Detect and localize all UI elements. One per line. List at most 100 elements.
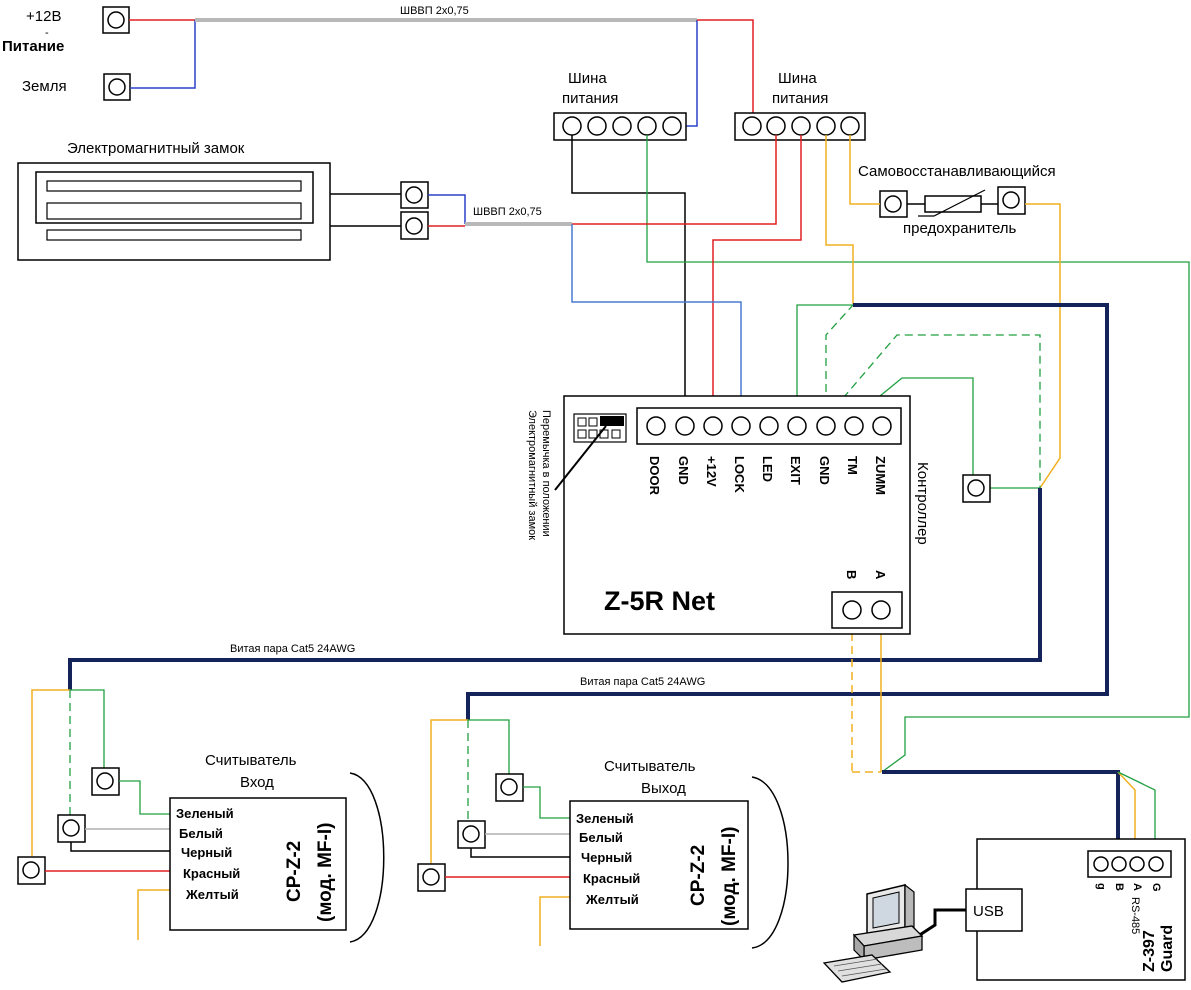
pin-a: A xyxy=(873,570,888,580)
fuse-terminal-left xyxy=(879,190,908,218)
rin-wire-green xyxy=(119,780,170,815)
rout-terminal-white xyxy=(457,820,486,849)
bus-right-label1: Шина xyxy=(778,70,817,87)
wire-fuse-in-yellow xyxy=(849,135,880,205)
wire-lock-red-a xyxy=(572,135,777,225)
pin-lock: LOCK xyxy=(732,456,747,493)
fuse-label1: Самовосстанавливающийся xyxy=(858,163,1056,180)
fuse-symbol xyxy=(907,189,998,217)
rin-label-white: Белый xyxy=(179,826,223,841)
power-bus-right xyxy=(734,112,866,141)
rin-title2: Вход xyxy=(240,774,274,791)
controller-name: Z-5R Net xyxy=(604,586,715,616)
jumper-block xyxy=(573,413,627,443)
pin-led: LED xyxy=(760,456,775,482)
lock-title: Электромагнитный замок xyxy=(67,140,245,157)
rout-wire-black xyxy=(470,848,570,858)
label-cat5-1: Витая пара Cat5 24AWG xyxy=(230,643,355,655)
label-plus12: +12В xyxy=(26,8,61,25)
pin-exit: EXIT xyxy=(788,456,803,485)
fuse-label2: предохранитель xyxy=(903,220,1017,237)
terminal-controller-right xyxy=(962,474,991,503)
rin-model2: (мод. MF-I) xyxy=(315,823,336,922)
pin-zumm: ZUMM xyxy=(873,456,888,495)
rout-title1: Считыватель xyxy=(604,758,696,775)
bus-left-label1: Шина xyxy=(568,70,607,87)
computer-icon xyxy=(822,883,924,983)
wire-guard-g xyxy=(1117,771,1156,860)
z397-guard xyxy=(965,838,1186,981)
rout-yellow-up xyxy=(430,719,468,865)
lock-terminal-block xyxy=(400,181,429,240)
wire-lock-blue xyxy=(571,224,742,418)
pin-door: DOOR xyxy=(647,456,662,496)
rin-yellow-up xyxy=(31,689,70,856)
pin-gnd-1: GND xyxy=(676,456,691,485)
jumper-label2: Электромагнитный замок xyxy=(526,410,538,540)
wire-plus12-ctrl xyxy=(712,135,802,418)
rout-label-green: Зеленый xyxy=(576,811,634,826)
cable-cat5-1 xyxy=(68,488,1042,690)
guard-pin-b: B xyxy=(1113,883,1125,891)
rin-label-black: Черный xyxy=(181,845,232,860)
guard-pin-g: G xyxy=(1150,883,1162,892)
pin-b: B xyxy=(844,570,859,579)
rout-label-white: Белый xyxy=(579,830,623,845)
lock-wire-blue xyxy=(428,194,466,224)
rin-label-green: Зеленый xyxy=(176,806,234,821)
label-cable-top: ШВВП 2х0,75 xyxy=(400,5,469,17)
pin-tm: TM xyxy=(845,456,860,475)
pin-gnd-2: GND xyxy=(817,456,832,485)
rin-label-yellow: Желтый xyxy=(185,887,239,902)
reader-out xyxy=(569,776,789,949)
rin-model1: CP-Z-2 xyxy=(284,841,305,902)
terminal-plus12 xyxy=(102,6,130,34)
terminal-ground xyxy=(103,73,131,101)
rout-label-yellow: Желтый xyxy=(585,892,639,907)
rout-wire-green xyxy=(523,786,570,819)
rout-title2: Выход xyxy=(641,780,686,797)
guard-rs485: RS-485 xyxy=(1129,897,1141,934)
label-cat5-2: Витая пара Cat5 24AWG xyxy=(580,676,705,688)
wire-ground-blue xyxy=(130,20,196,89)
pin-plus12v: +12V xyxy=(704,456,719,487)
label-cable-lock: ШВВП 2х0,75 xyxy=(473,206,542,218)
rout-model1: CP-Z-2 xyxy=(688,845,709,906)
bus-left-label2: питания xyxy=(562,90,618,107)
rout-label-red: Красный xyxy=(583,871,640,886)
rout-label-black: Черный xyxy=(581,850,632,865)
wire-tm-dashed-green xyxy=(825,334,1041,488)
wire-gnd-black xyxy=(571,135,686,418)
power-bus-left xyxy=(553,112,687,141)
rout-wire-yellow xyxy=(539,896,570,946)
guard-usb-label: USB xyxy=(973,903,1004,920)
wire-fuse-out-yellow xyxy=(1025,203,1061,489)
label-dash: - xyxy=(45,27,49,39)
rout-terminal-red xyxy=(417,863,446,892)
guard-name2: Guard xyxy=(1159,925,1176,972)
rout-green-up xyxy=(468,719,510,775)
cable-cat5-2 xyxy=(466,303,1109,720)
rin-terminal-white xyxy=(57,814,86,843)
wire-plus12-reader-yellow xyxy=(825,135,854,304)
rin-terminal-green xyxy=(91,767,120,796)
label-supply: Питание xyxy=(2,38,64,55)
wire-exit-green xyxy=(796,304,853,418)
electromagnetic-lock xyxy=(17,162,331,261)
rin-terminal-red xyxy=(17,856,46,885)
wire-gnd-green xyxy=(646,135,1190,773)
controller-side-label: Контроллер xyxy=(914,462,931,545)
jumper-label1: Перемычка в положении xyxy=(540,410,552,537)
guard-pin-a: A xyxy=(1131,883,1143,891)
rin-label-red: Красный xyxy=(183,866,240,881)
rout-model2: (мод. MF-I) xyxy=(719,827,740,926)
guard-pin-gnd: g xyxy=(1095,883,1107,890)
usb-cable xyxy=(911,908,966,942)
guard-name1: Z-397 xyxy=(1141,930,1158,972)
wire-guard-a xyxy=(1117,771,1136,860)
wire-bus-red xyxy=(697,19,754,126)
rin-green-up xyxy=(70,689,105,770)
wire-bus-blue xyxy=(680,20,698,127)
fuse-terminal-right xyxy=(997,186,1026,215)
